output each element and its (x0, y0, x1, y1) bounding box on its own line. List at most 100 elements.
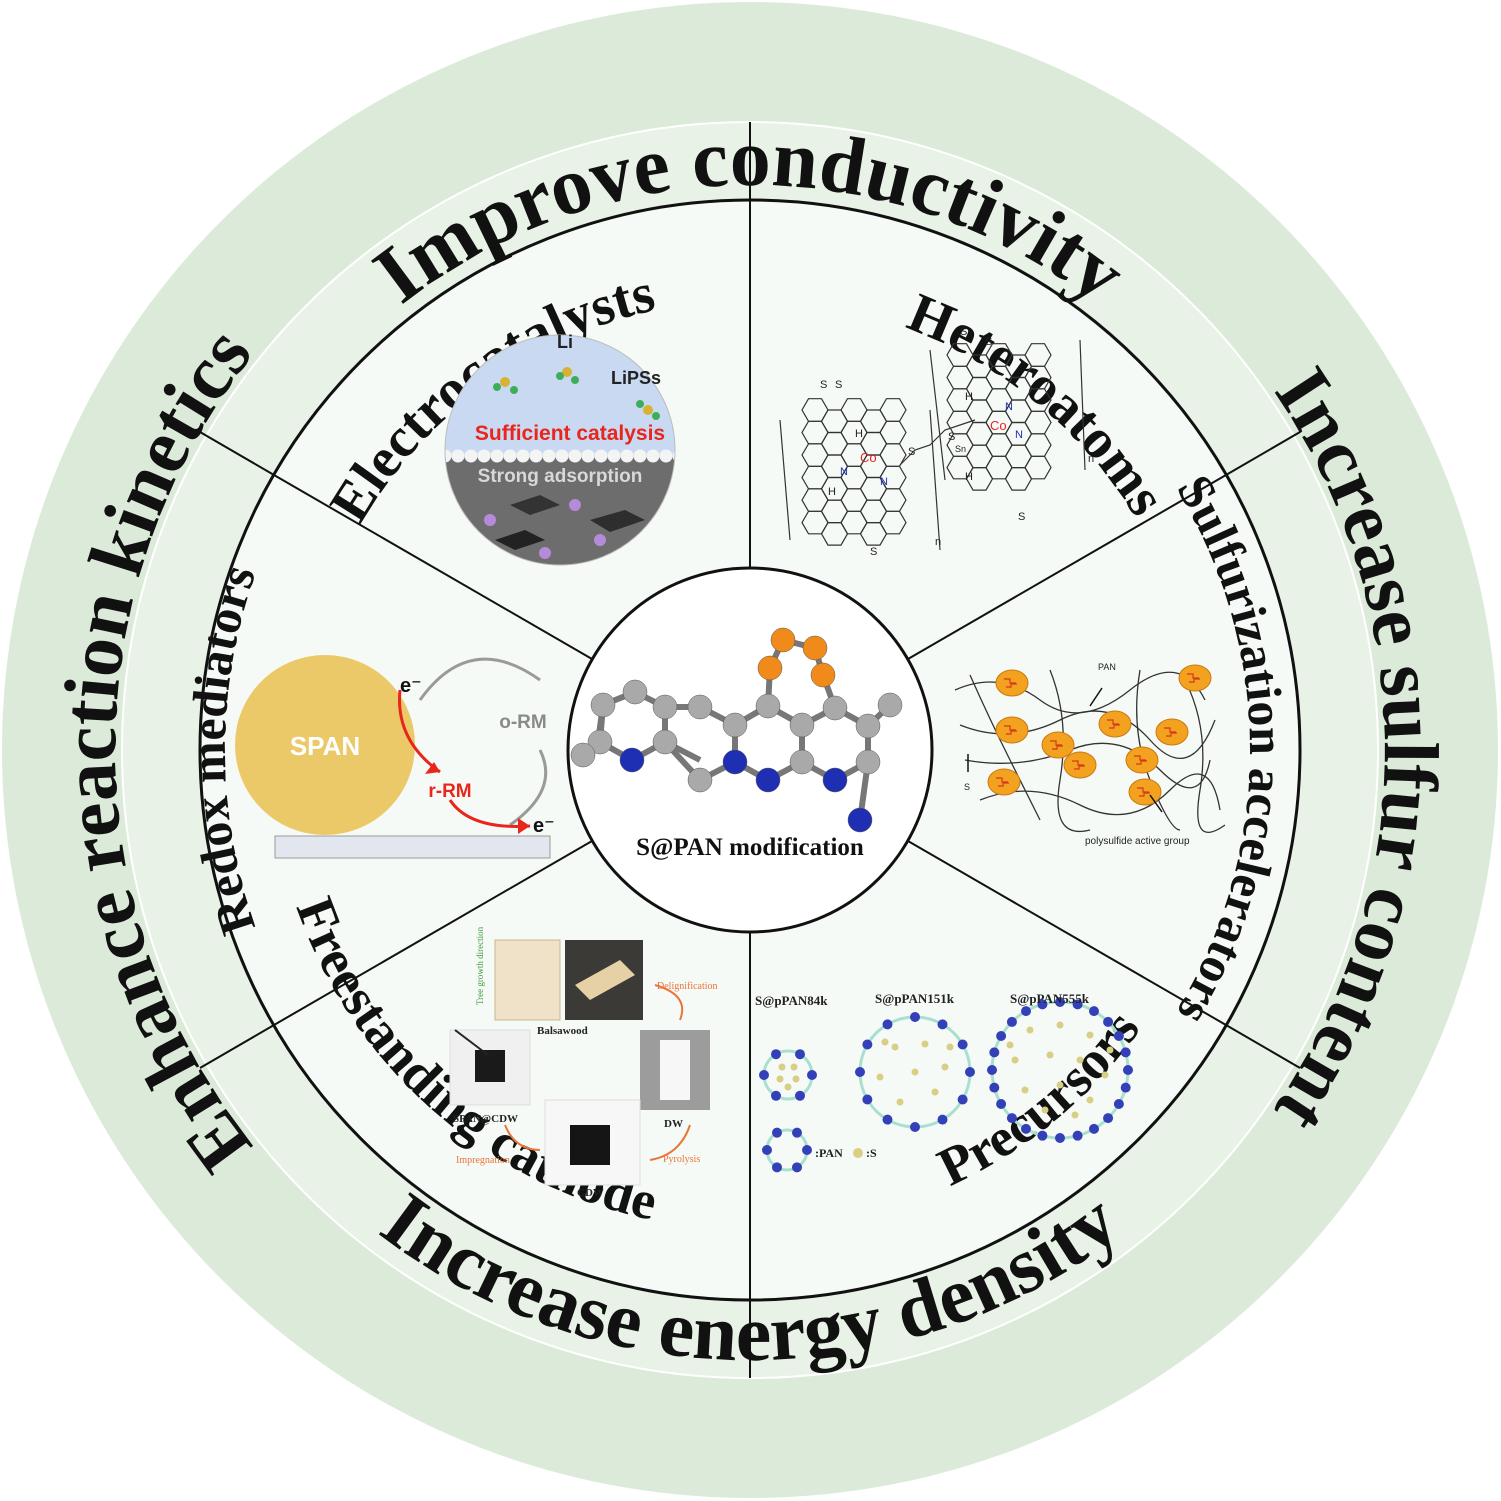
catalyst-block (590, 510, 645, 532)
span-label: SPAN (290, 731, 360, 761)
bracket-line (929, 409, 941, 551)
interface-bead (529, 449, 543, 463)
pan-unit (1006, 1016, 1017, 1027)
pan-unit (957, 1039, 968, 1050)
pan-unit (772, 1127, 782, 1138)
sulfur-dot (921, 1040, 929, 1048)
mediator-cycle-arc (418, 657, 541, 701)
n-subscript-label: n (1088, 453, 1094, 465)
sulfur-dot (784, 1083, 792, 1091)
interface-beads (445, 449, 675, 463)
atom (687, 767, 713, 793)
arrow-pyrolysis (649, 1124, 691, 1161)
n-subscript-label: n (935, 536, 941, 548)
pan-fiber (964, 742, 1211, 789)
atom (755, 693, 781, 719)
pan-unit (1089, 1123, 1099, 1134)
sulfur-dot (1006, 1041, 1014, 1049)
redox-illustration: SPAN e⁻ e⁻ o-RM r-RM (235, 655, 555, 859)
sulfur-bridge (899, 419, 976, 466)
pan-arrow (1089, 687, 1103, 707)
pan-unit (795, 1049, 805, 1060)
pan-unit (1113, 1099, 1124, 1109)
pan-unit (910, 1012, 920, 1022)
n-label: N (1015, 429, 1023, 441)
sulfur-dot (792, 1075, 800, 1083)
electrode-plate (274, 835, 551, 859)
pan-unit (759, 1070, 769, 1080)
s-atom-label: S (1018, 511, 1025, 523)
pan-unit (802, 1145, 812, 1155)
lipss-molecule (493, 367, 660, 420)
atom (789, 712, 815, 738)
rrm-label: r-RM (428, 781, 471, 802)
sulfur-dot (778, 1063, 786, 1071)
pan-fiber (979, 773, 1221, 816)
ring-divider (199, 1024, 275, 1069)
pan-unit (1089, 1006, 1099, 1017)
pan-unit (996, 1031, 1007, 1041)
interface-bead (607, 449, 621, 463)
li-label: Li (557, 332, 573, 352)
s-atom-label: S (960, 326, 967, 338)
legend-s-label: :S (866, 1146, 877, 1160)
legend-s-dot (853, 1148, 863, 1158)
arrow-impregnation (504, 1124, 541, 1151)
sulfur-dot (790, 1063, 798, 1071)
pan-unit (1072, 1130, 1083, 1141)
pan-fiber (969, 674, 1041, 821)
interface-bead (555, 449, 569, 463)
sulfur-dot (891, 1043, 899, 1051)
pan-unit (987, 1065, 997, 1075)
interface-bead (646, 449, 660, 463)
pan-unit (989, 1082, 1000, 1093)
lattice-hexagon (1024, 455, 1052, 480)
electron-transfer-arrow (398, 689, 441, 774)
pan-unit (862, 1094, 873, 1105)
sulfur-dot (1046, 1051, 1054, 1059)
sulfur-dot (1086, 1031, 1094, 1039)
sulfur-dot (776, 1075, 784, 1083)
interface-bead (594, 449, 608, 463)
sulfur-dot (1076, 1056, 1084, 1064)
s-atom-label: S (985, 336, 992, 348)
atom (855, 713, 881, 739)
atom (755, 767, 781, 793)
atom (652, 729, 678, 755)
sulfur-dot (931, 1088, 939, 1096)
co-label: Co (990, 418, 1007, 433)
co-label: Co (860, 450, 877, 465)
center-circle (566, 566, 934, 934)
balsawood-photo (494, 939, 561, 1021)
bracket-line (1079, 339, 1086, 471)
atom (619, 747, 645, 773)
h-label: H (965, 471, 973, 483)
atom (770, 627, 796, 653)
segment-divider (273, 474, 593, 660)
interface-bead (516, 449, 530, 463)
pan-unit (1103, 1016, 1114, 1027)
precursors-illustration: S@pPAN84k S@pPAN151k S@pPAN555k :PAN :S (755, 991, 1133, 1173)
n-label: N (1005, 401, 1013, 413)
sulfur-dot (896, 1098, 904, 1106)
pan-unit (795, 1090, 805, 1101)
bracket-line (929, 349, 946, 481)
interface-bead (490, 449, 504, 463)
pan-unit (1103, 1113, 1114, 1124)
sulfur-dot (1041, 1106, 1049, 1114)
h-label: H (828, 486, 836, 498)
ring-divider (1225, 431, 1301, 476)
adsorption-label: Strong adsorption (478, 466, 643, 487)
bracket-line (779, 419, 791, 541)
pan-unit (882, 1114, 893, 1125)
pan-unit (965, 1067, 975, 1077)
sulfur-dot (1086, 1096, 1094, 1104)
pan-unit (1021, 1006, 1031, 1017)
polysulfide-group-label: polysulfide active group (1085, 836, 1190, 847)
pan-unit (910, 1122, 920, 1132)
pan-unit (1120, 1082, 1131, 1093)
s-atom-label: S (870, 546, 877, 558)
catalyst-block (495, 530, 545, 550)
cdw-label: CDW (577, 1187, 604, 1199)
